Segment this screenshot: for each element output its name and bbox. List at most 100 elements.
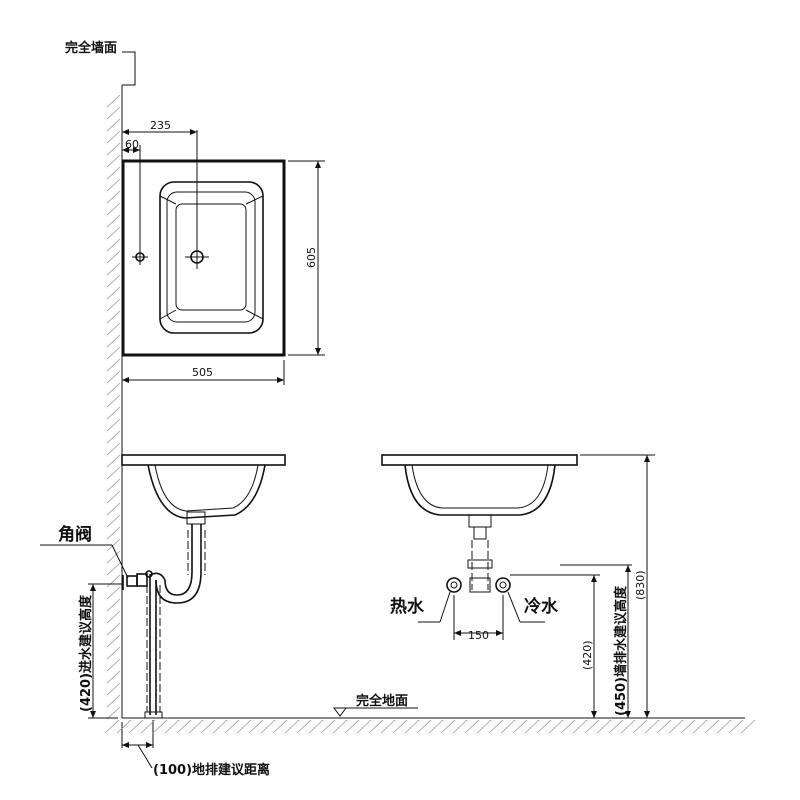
floor-hatch-line xyxy=(584,719,600,734)
wall-hatch-line xyxy=(106,370,121,384)
wall-finish-label: 完全墙面 xyxy=(65,40,117,56)
wall-hatch-line xyxy=(106,334,121,348)
hot-water-label: 热水 xyxy=(390,596,425,617)
floor-hatch-line xyxy=(344,719,360,734)
wall-hatch-line xyxy=(106,106,121,120)
cold-water-inlet-icon xyxy=(495,577,511,593)
floor-hatch-line xyxy=(536,719,552,734)
wall-hatch-line xyxy=(106,466,121,480)
floor-hatch-line xyxy=(200,719,216,734)
floor-hatch-line xyxy=(620,719,636,734)
floor xyxy=(104,707,756,734)
wall-hatch-line xyxy=(106,490,121,504)
wall-hatch-line xyxy=(106,226,121,240)
wall-hatch-line xyxy=(106,502,121,516)
floor-hatch-line xyxy=(524,719,540,734)
wall-hatch-line xyxy=(106,250,121,264)
floor-hatch-line xyxy=(392,719,408,734)
wall-hatch-line xyxy=(106,394,121,408)
dim-inlet-spacing: 150 xyxy=(468,629,489,642)
dim-inlet-height: (420) xyxy=(581,640,594,670)
wall-hatch-line xyxy=(106,610,121,624)
floor-hatch-line xyxy=(356,719,372,734)
basin-front-view xyxy=(381,454,655,718)
floor-level-marker-icon xyxy=(333,707,347,717)
floor-hatch-line xyxy=(296,719,312,734)
wall-hatch-line xyxy=(106,682,121,696)
wall-hatch-line xyxy=(106,454,121,468)
floor-hatch-line xyxy=(464,719,480,734)
wall-hatch-line xyxy=(106,430,121,444)
wall-hatch-line xyxy=(106,658,121,672)
wall-hatch-line xyxy=(106,214,121,228)
wall-hatch-line xyxy=(106,178,121,192)
wall-hatch-line xyxy=(106,706,121,720)
floor-hatch-line xyxy=(272,719,288,734)
floor-hatch-line xyxy=(104,719,120,734)
floor-hatch-line xyxy=(704,719,720,734)
floor-hatch-line xyxy=(644,719,660,734)
floor-hatch-line xyxy=(440,719,456,734)
dim-drain-offset: 235 xyxy=(150,119,171,132)
wall-hatch-line xyxy=(106,142,121,156)
inlet-height-label: (420)进水建议高度 xyxy=(78,594,94,712)
dim-width: 505 xyxy=(192,366,213,379)
floor-hatch-line xyxy=(512,719,528,734)
dim-tap-offset: 60 xyxy=(125,138,139,151)
wall-hatch-line xyxy=(106,310,121,324)
hot-water-inlet-icon xyxy=(446,577,462,593)
wall-hatch-line xyxy=(106,526,121,540)
floor-hatch-line xyxy=(656,719,672,734)
floor-hatch-line xyxy=(320,719,336,734)
floor-hatch-line xyxy=(488,719,504,734)
wall-hatch-line xyxy=(106,166,121,180)
floor-hatch-line xyxy=(128,719,144,734)
wall xyxy=(106,51,136,720)
wall-hatch-line xyxy=(106,118,121,132)
floor-hatch-line xyxy=(668,719,684,734)
dim-total-height: (830) xyxy=(634,570,647,600)
floor-hatch-line xyxy=(368,719,384,734)
floor-hatch-line xyxy=(116,719,132,734)
wall-drain-height-label: (450)墙排水建议高度 xyxy=(613,585,629,716)
wall-hatch-line xyxy=(106,670,121,684)
wall-hatch-line xyxy=(106,262,121,276)
wall-hatch-line xyxy=(106,406,121,420)
wall-hatch-line xyxy=(106,238,121,252)
wall-hatch-line xyxy=(106,478,121,492)
wall-hatch-line xyxy=(106,274,121,288)
floor-hatch-line xyxy=(260,719,276,734)
angle-valve-icon xyxy=(122,570,153,590)
floor-hatch-line xyxy=(332,719,348,734)
wall-hatch-line xyxy=(106,358,121,372)
floor-hatch-line xyxy=(716,719,732,734)
floor-drain-distance-label: (100)地排建议距离 xyxy=(153,762,270,778)
floor-hatch-line xyxy=(212,719,228,734)
wall-hatch-line xyxy=(106,694,121,708)
floor-hatch-line xyxy=(632,719,648,734)
wall-hatch-line xyxy=(106,622,121,636)
wall-hatch-line xyxy=(106,442,121,456)
wall-hatch-line xyxy=(106,382,121,396)
floor-hatch-line xyxy=(476,719,492,734)
angle-valve-label: 角阀 xyxy=(58,524,92,545)
basin-plan-view xyxy=(121,129,325,385)
floor-hatch-line xyxy=(680,719,696,734)
floor-hatch-line xyxy=(152,719,168,734)
wall-hatch-line xyxy=(106,94,121,108)
wall-hatch-line xyxy=(106,286,121,300)
floor-hatch-line xyxy=(608,719,624,734)
floor-hatch-line xyxy=(428,719,444,734)
floor-hatch-line xyxy=(236,719,252,734)
wall-hatch-line xyxy=(106,598,121,612)
floor-hatch-line xyxy=(284,719,300,734)
wall-hatch-line xyxy=(106,346,121,360)
wall-hatch-line xyxy=(106,298,121,312)
wall-hatch-line xyxy=(106,646,121,660)
floor-hatch-line xyxy=(248,719,264,734)
wall-hatch-line xyxy=(106,202,121,216)
wall-hatch-line xyxy=(106,550,121,564)
floor-hatch-line xyxy=(596,719,612,734)
wall-hatch-line xyxy=(106,562,121,576)
